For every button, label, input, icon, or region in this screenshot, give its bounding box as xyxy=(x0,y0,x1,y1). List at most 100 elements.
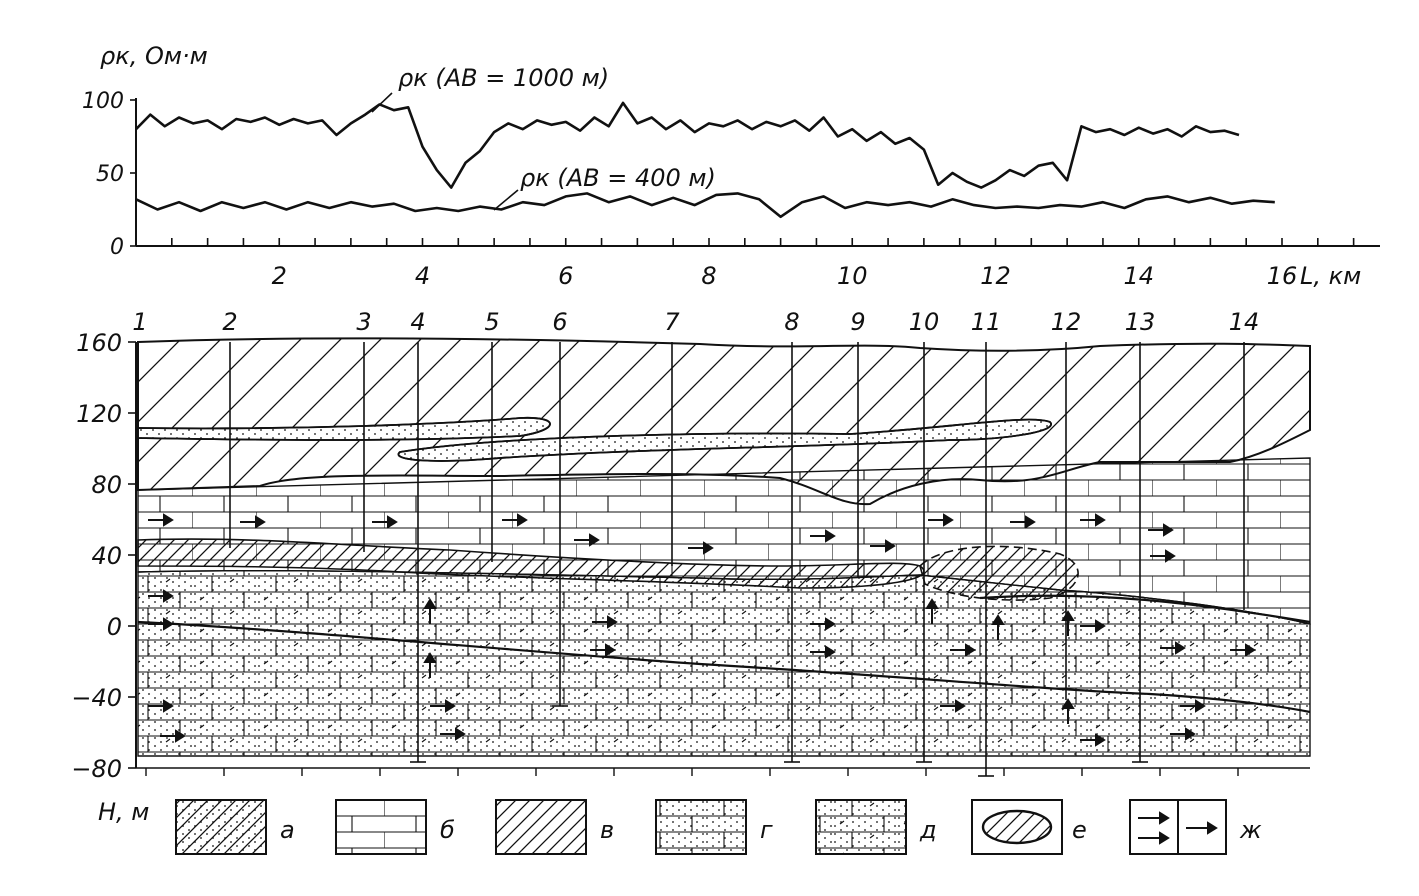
well-label: 14 xyxy=(1229,308,1260,336)
section-y-tick-label: 120 xyxy=(76,400,122,428)
well-label: 9 xyxy=(850,308,865,336)
flow-arrow xyxy=(1230,643,1256,657)
legend-label-e: е xyxy=(1072,816,1087,844)
sand-lens-2-fill xyxy=(397,418,1052,462)
section-flow-arrows xyxy=(148,513,1256,747)
curve2-leader-line xyxy=(493,189,519,211)
well-label: 13 xyxy=(1125,308,1156,336)
section-y-tick-label: −40 xyxy=(71,684,122,712)
well-label: 3 xyxy=(356,308,371,336)
section-y-tick-label: 160 xyxy=(76,329,122,357)
well-label: 2 xyxy=(222,308,237,336)
well-label: 10 xyxy=(909,308,940,336)
flow-arrow xyxy=(870,539,896,553)
flow-arrow xyxy=(1080,513,1106,527)
flow-arrow xyxy=(1180,699,1206,713)
well-label: 4 xyxy=(410,308,425,336)
top-y-tick-label: 50 xyxy=(96,162,124,187)
flow-arrow xyxy=(160,729,186,743)
top-y-axis-label: ρк, Ом·м xyxy=(100,42,208,70)
section-y-tick-label: −80 xyxy=(71,755,122,783)
flow-arrow xyxy=(1080,733,1106,747)
well-label: 11 xyxy=(971,308,1002,336)
top-x-tick-label: 4 xyxy=(415,262,430,290)
flow-arrow xyxy=(148,589,174,603)
flow-arrow xyxy=(810,645,836,659)
well-label: 6 xyxy=(552,308,567,336)
upper-clay-layer xyxy=(137,337,1311,506)
series-line-2 xyxy=(135,192,1275,219)
flow-arrow xyxy=(592,615,618,629)
flow-arrow xyxy=(430,699,456,713)
top-x-tick-label: 10 xyxy=(837,262,868,290)
flow-arrow xyxy=(940,699,966,713)
top-y-tick-label: 0 xyxy=(110,235,124,260)
top-x-tick-labels: 2 4 6 8 10 12 14 16 xyxy=(272,262,1298,290)
section-y-axis-label: H, м xyxy=(98,798,149,826)
legend-label-a: а xyxy=(280,816,295,844)
flow-arrow-up xyxy=(925,598,939,624)
well-label: 1 xyxy=(132,308,147,336)
flow-arrow-up xyxy=(1061,610,1075,636)
section-y-tick-label: 80 xyxy=(91,471,122,499)
well-label: 7 xyxy=(664,308,680,336)
flow-arrow xyxy=(950,643,976,657)
flow-arrow-up xyxy=(423,598,437,624)
top-x-tick-label: 14 xyxy=(1123,262,1154,290)
flow-arrow xyxy=(688,541,714,555)
legend: а б в г д е ж xyxy=(175,799,1262,855)
flow-arrow xyxy=(1160,641,1186,655)
legend-item-b: б xyxy=(335,799,455,855)
flow-arrow xyxy=(810,617,836,631)
curve2-label: ρк (AB = 400 м) xyxy=(520,164,716,192)
legend-item-g: г xyxy=(655,799,773,855)
section-y-tick-label: 0 xyxy=(107,613,122,641)
legend-item-e: е xyxy=(971,799,1087,855)
flow-arrow xyxy=(502,513,528,527)
sand-lens-1-fill xyxy=(137,416,551,441)
top-x-tick-label: 16 xyxy=(1267,262,1298,290)
top-x-tick-label: 2 xyxy=(272,262,287,290)
flow-arrow xyxy=(1080,619,1106,633)
flow-arrow xyxy=(148,699,174,713)
well-label: 12 xyxy=(1051,308,1082,336)
flow-arrow xyxy=(148,513,174,527)
flow-arrow xyxy=(440,727,466,741)
flow-arrow xyxy=(372,515,398,529)
top-x-tick-label: 8 xyxy=(701,262,716,290)
flow-arrow-up xyxy=(423,652,437,678)
legend-label-v: в xyxy=(600,816,614,844)
well-label: 5 xyxy=(484,308,499,336)
clay-lens-e xyxy=(919,545,1079,601)
top-y-tick-label: 100 xyxy=(82,89,124,114)
legend-item-a: а xyxy=(175,799,295,855)
legend-item-zh: ж xyxy=(1129,799,1262,855)
series-line-1 xyxy=(135,101,1240,189)
legend-label-d: д xyxy=(919,816,937,844)
flow-arrow xyxy=(240,515,266,529)
flow-arrow xyxy=(1148,523,1174,537)
top-chart-series xyxy=(135,101,1275,219)
flow-arrow xyxy=(148,617,174,631)
curve1-leader-line xyxy=(371,92,393,113)
top-y-tick-labels: 100 50 0 xyxy=(82,89,124,260)
section-axis xyxy=(128,341,1310,776)
flow-arrow xyxy=(574,533,600,547)
legend-item-v: в xyxy=(495,799,614,855)
flow-arrow-up xyxy=(991,614,1005,640)
flow-arrow xyxy=(928,513,954,527)
flow-arrow xyxy=(1010,515,1036,529)
contact-line-mid xyxy=(979,594,1311,624)
top-x-tick-label: 6 xyxy=(558,262,573,290)
well-label: 8 xyxy=(784,308,799,336)
top-x-tick-label: 12 xyxy=(980,262,1011,290)
curve1-label: ρк (AB = 1000 м) xyxy=(398,64,609,92)
flow-arrow xyxy=(1170,727,1196,741)
legend-item-d: д xyxy=(815,799,937,855)
top-x-axis-label: L, км xyxy=(1300,262,1361,290)
resistivity-chart: ρк, Ом·м L, км 100 50 0 2 4 6 8 10 12 14 16 ρк (A… xyxy=(82,42,1380,290)
legend-label-g: г xyxy=(760,816,773,844)
